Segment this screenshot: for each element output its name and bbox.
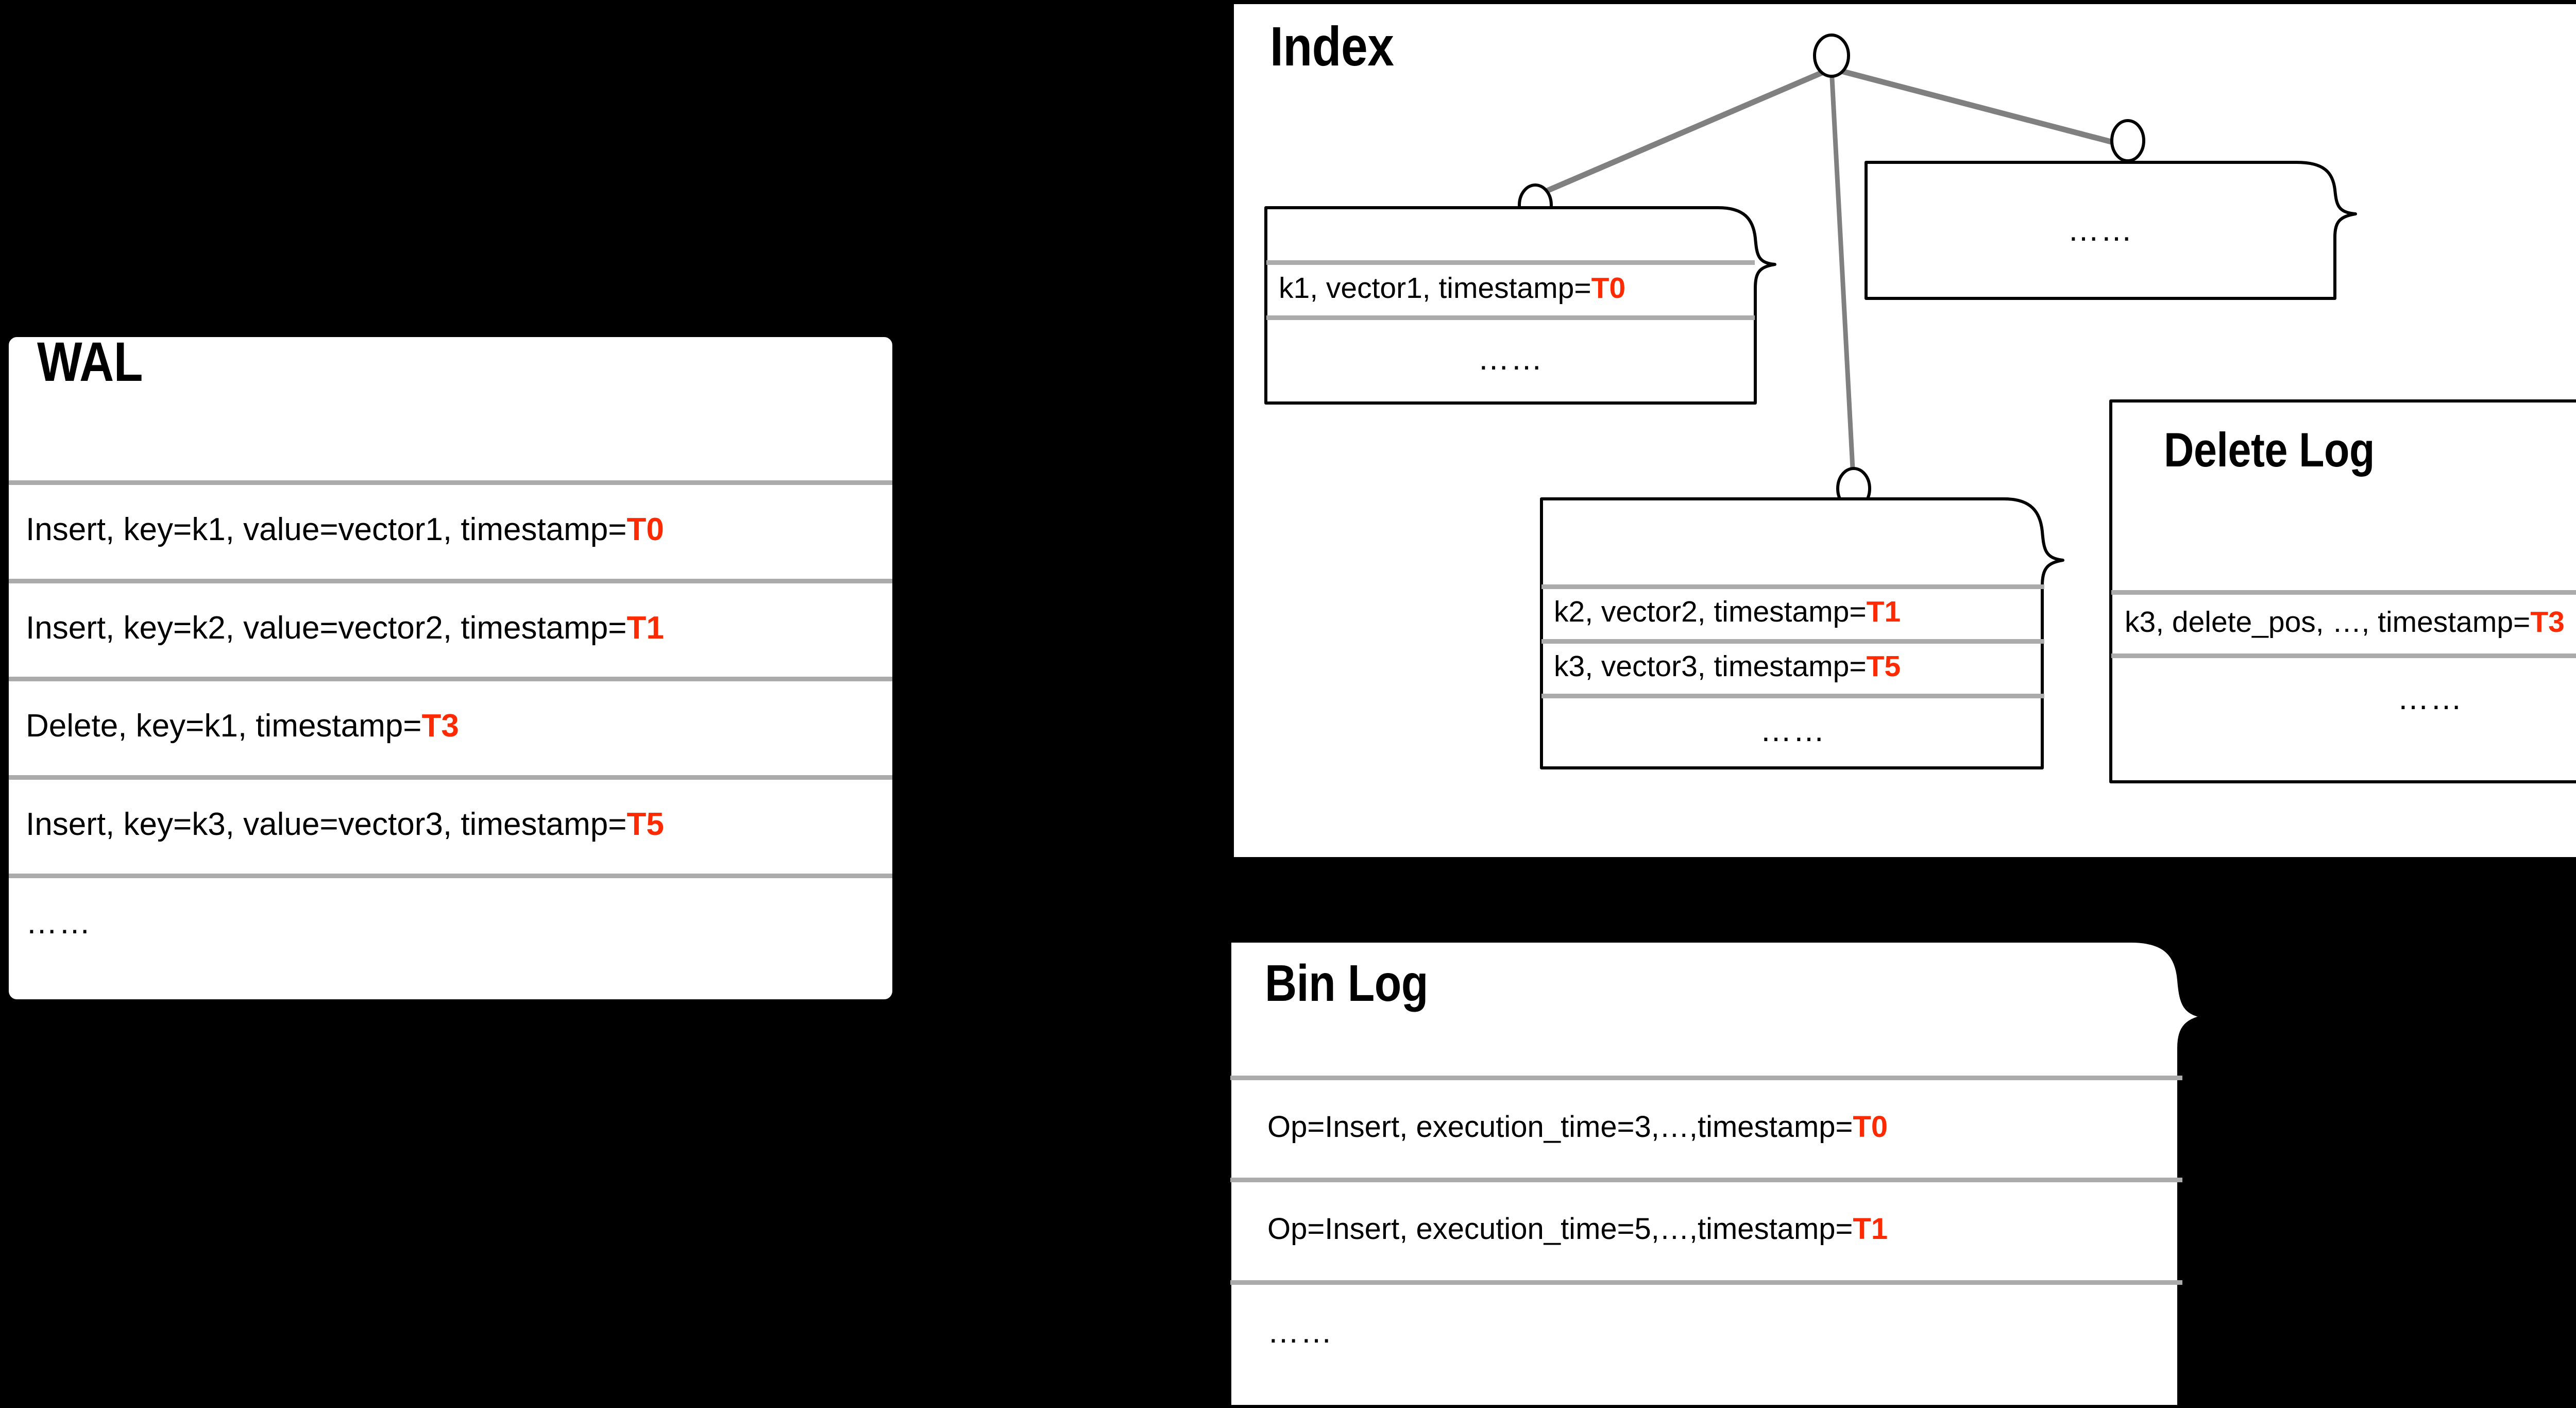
index-leaf-left-separator-2 xyxy=(1266,315,1755,320)
index-leaf-middle-separator-1 xyxy=(1541,584,2044,589)
index-leaf-left-row-timestamp: T0 xyxy=(1591,271,1626,305)
wal-row-text: Insert, key=k3, value=vector3, timestamp… xyxy=(26,807,627,842)
index-leaf-middle-doc xyxy=(1540,497,2071,769)
index-leaf-middle-row-timestamp: T1 xyxy=(1866,595,1901,628)
bin-log-separator-3 xyxy=(1230,1280,2182,1285)
wal-row-timestamp: T3 xyxy=(421,708,459,744)
index-leaf-middle-row-timestamp: T5 xyxy=(1866,650,1901,683)
index-leaf-right-doc xyxy=(1865,161,2362,300)
wal-row-timestamp: T1 xyxy=(626,610,664,646)
bin-log-title: Bin Log xyxy=(1265,954,1429,1012)
index-leaf-right-row-text: …… xyxy=(2067,212,2133,248)
index-leaf-middle-row: k2, vector2, timestamp=T1 xyxy=(1541,584,2044,639)
index-leaf-left-row-text: k1, vector1, timestamp= xyxy=(1279,271,1591,305)
delete-log-row: k3, delete_pos, …, timestamp=T3 xyxy=(2111,590,2576,653)
index-leaf-middle-row-text: k2, vector2, timestamp= xyxy=(1554,595,1867,628)
index-leaf-left-row: k1, vector1, timestamp=T0 xyxy=(1266,260,1755,315)
delete-log-row-timestamp: T3 xyxy=(2530,605,2565,639)
index-leaf-left-doc xyxy=(1264,206,1780,405)
wal-separator-4 xyxy=(9,775,892,780)
bin-log-row: Op=Insert, execution_time=5,…,timestamp=… xyxy=(1230,1178,2182,1280)
bin-log-row-text: Op=Insert, execution_time=3,…,timestamp= xyxy=(1267,1110,1853,1144)
bin-log-separator-1 xyxy=(1230,1076,2182,1080)
index-leaf-middle-row: …… xyxy=(1541,694,2044,767)
bin-log-doc xyxy=(1227,938,2228,1408)
bin-log-row-timestamp: T0 xyxy=(1853,1110,1888,1144)
index-leaf-middle-row-text: k3, vector3, timestamp= xyxy=(1554,650,1867,683)
wal-row: Delete, key=k1, timestamp=T3 xyxy=(12,677,888,775)
index-leaf-middle-row-text: …… xyxy=(1760,712,1826,748)
delete-log-separator-2 xyxy=(2111,653,2576,658)
wal-row: Insert, key=k1, value=vector1, timestamp… xyxy=(12,480,888,579)
wal-title: WAL xyxy=(37,330,143,393)
wal-row-text: …… xyxy=(26,904,92,941)
wal-row-text: Delete, key=k1, timestamp= xyxy=(26,708,422,744)
delete-log-separator-1 xyxy=(2111,590,2576,595)
wal-row-text: Insert, key=k2, value=vector2, timestamp… xyxy=(26,610,627,646)
index-leaf-right-row: …… xyxy=(1866,161,2335,299)
bin-log-row-text: Op=Insert, execution_time=5,…,timestamp= xyxy=(1267,1212,1853,1246)
wal-row: …… xyxy=(12,874,888,971)
index-leaf-left-separator-1 xyxy=(1266,260,1755,265)
wal-row-timestamp: T0 xyxy=(626,512,664,547)
wal-row-text: Insert, key=k1, value=vector1, timestamp… xyxy=(26,512,627,547)
index-title: Index xyxy=(1270,15,1394,77)
wal-separator-5 xyxy=(9,874,892,878)
delete-log-row: …… xyxy=(2111,653,2576,744)
wal-row: Insert, key=k3, value=vector3, timestamp… xyxy=(12,775,888,874)
index-leaf-middle-separator-3 xyxy=(1541,694,2044,698)
wal-row-timestamp: T5 xyxy=(626,807,664,842)
bin-log-row-text: …… xyxy=(1267,1314,1333,1350)
wal-separator-1 xyxy=(9,480,892,485)
wal-separator-2 xyxy=(9,579,892,583)
index-leaf-middle-row: k3, vector3, timestamp=T5 xyxy=(1541,639,2044,694)
delete-log-row-text: …… xyxy=(2397,681,2463,716)
delete-log-title: Delete Log xyxy=(2164,423,2375,477)
delete-log-row-text: k3, delete_pos, …, timestamp= xyxy=(2125,605,2531,639)
wal-separator-3 xyxy=(9,677,892,681)
bin-log-row-timestamp: T1 xyxy=(1853,1212,1888,1246)
bin-log-separator-2 xyxy=(1230,1178,2182,1182)
index-leaf-left-row: …… xyxy=(1266,315,1755,402)
index-leaf-middle-separator-2 xyxy=(1541,639,2044,644)
index-leaf-left-row-text: …… xyxy=(1478,341,1544,377)
wal-row: Insert, key=k2, value=vector2, timestamp… xyxy=(12,579,888,677)
bin-log-row: …… xyxy=(1230,1280,2182,1383)
wal-panel xyxy=(6,334,895,1002)
bin-log-row: Op=Insert, execution_time=3,…,timestamp=… xyxy=(1230,1076,2182,1178)
